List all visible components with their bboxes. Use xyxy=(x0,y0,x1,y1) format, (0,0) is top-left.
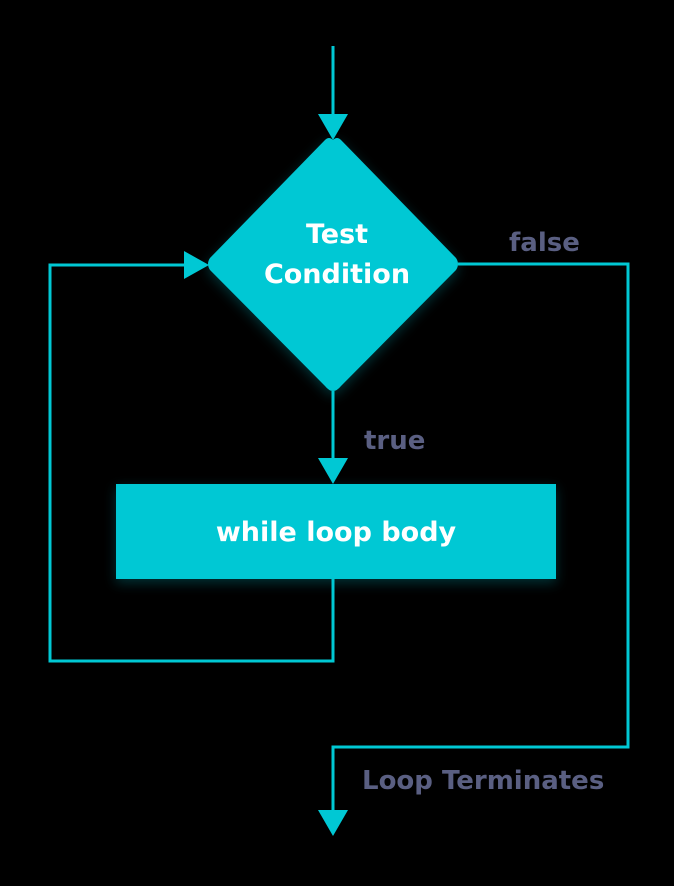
loop-terminates-label: Loop Terminates xyxy=(362,766,605,796)
true-edge-label: true xyxy=(364,426,426,456)
entry-arrow xyxy=(318,46,348,140)
decision-diamond xyxy=(208,138,458,391)
true-arrow xyxy=(318,391,348,484)
loop-body-box xyxy=(116,484,556,579)
decision-label: Test Condition xyxy=(212,215,462,295)
decision-label-line1: Test xyxy=(305,219,369,250)
decision-label-line2: Condition xyxy=(263,259,411,290)
loop-body-label: while loop body xyxy=(215,517,457,548)
loop-back-arrow xyxy=(48,251,335,663)
false-arrow xyxy=(318,262,630,836)
false-edge-label: false xyxy=(509,228,580,258)
